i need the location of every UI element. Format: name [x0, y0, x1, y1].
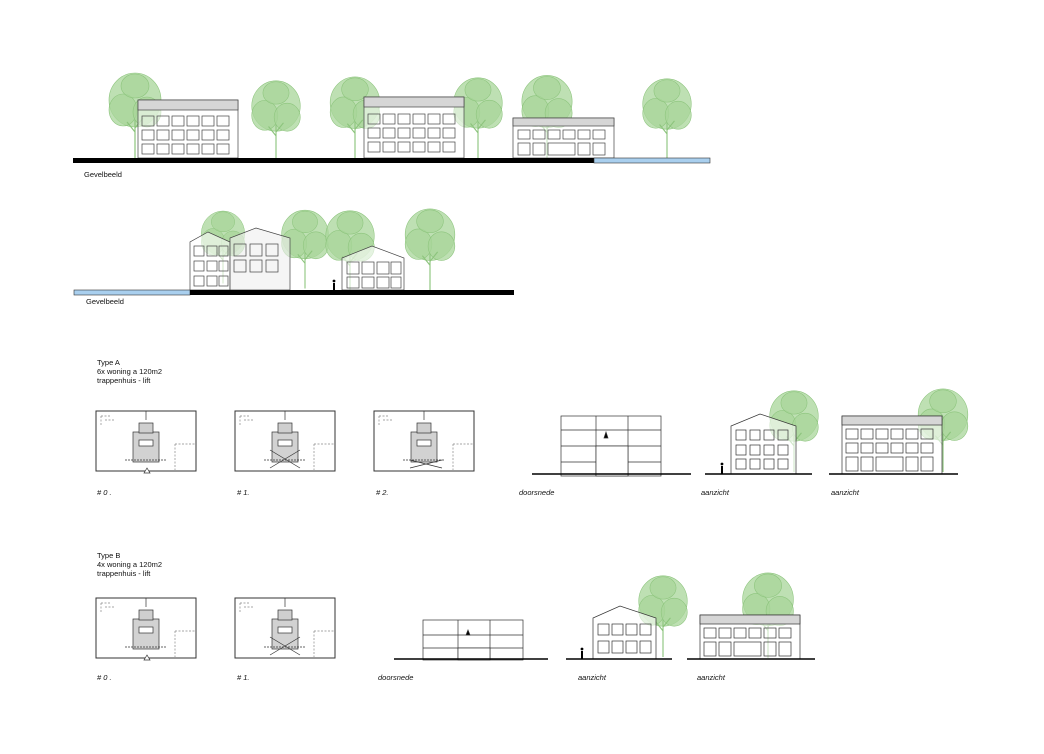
type-a-title: Type A	[97, 358, 120, 367]
elevation-caption: Gevelbeeld	[86, 297, 124, 306]
floor-plan	[95, 410, 197, 474]
type-a-line2: trappenhuis - lift	[97, 376, 151, 385]
water	[593, 157, 711, 164]
tree-icon	[251, 80, 301, 162]
elevation-view	[720, 390, 819, 475]
floor-plan	[234, 597, 336, 659]
type-b-line1: 4x woning a 120m2	[97, 560, 163, 569]
view-caption: aanzicht	[701, 488, 729, 497]
plan-caption: # 0 .	[97, 673, 112, 682]
ground-line	[73, 158, 594, 163]
type-b-drawings	[95, 572, 815, 661]
section-drawing	[560, 415, 662, 477]
human-figure-icon	[580, 647, 584, 659]
type-b-description: Type B 4x woning a 120m2 trappenhuis - l…	[97, 551, 162, 578]
view-caption: aanzicht	[697, 673, 725, 682]
elevation-view	[580, 575, 688, 660]
section-caption: doorsnede	[378, 673, 414, 682]
floor-plan	[234, 410, 336, 472]
building-facade	[363, 96, 465, 159]
ground-line	[190, 290, 514, 295]
building-facade	[189, 227, 291, 291]
elevation-1	[73, 72, 711, 164]
elevation-2	[73, 208, 514, 296]
building-facade	[137, 99, 239, 159]
view-caption: aanzicht	[831, 488, 859, 497]
elevation-view	[841, 388, 969, 475]
water	[73, 289, 191, 296]
type-b-title: Type B	[97, 551, 121, 560]
type-a-line1: 6x woning a 120m2	[97, 367, 163, 376]
floor-plan	[373, 410, 475, 472]
human-figure-icon	[720, 462, 724, 474]
tree-icon	[642, 78, 692, 160]
plan-caption: # 0 .	[97, 488, 112, 497]
tree-icon	[404, 208, 456, 292]
section-drawing	[422, 619, 524, 661]
elevation-view	[699, 572, 801, 660]
section-caption: doorsnede	[519, 488, 555, 497]
type-a-description: Type A 6x woning a 120m2 trappenhuis - l…	[97, 358, 162, 385]
building-facade	[512, 117, 615, 159]
type-a-drawings	[95, 388, 969, 477]
human-figure-icon	[332, 279, 336, 290]
elevation-caption: Gevelbeeld	[84, 170, 122, 179]
plan-caption: # 2.	[376, 488, 389, 497]
plan-caption: # 1.	[237, 673, 250, 682]
type-b-line2: trappenhuis - lift	[97, 569, 151, 578]
plan-caption: # 1.	[237, 488, 250, 497]
view-caption: aanzicht	[578, 673, 606, 682]
floor-plan	[95, 597, 197, 661]
